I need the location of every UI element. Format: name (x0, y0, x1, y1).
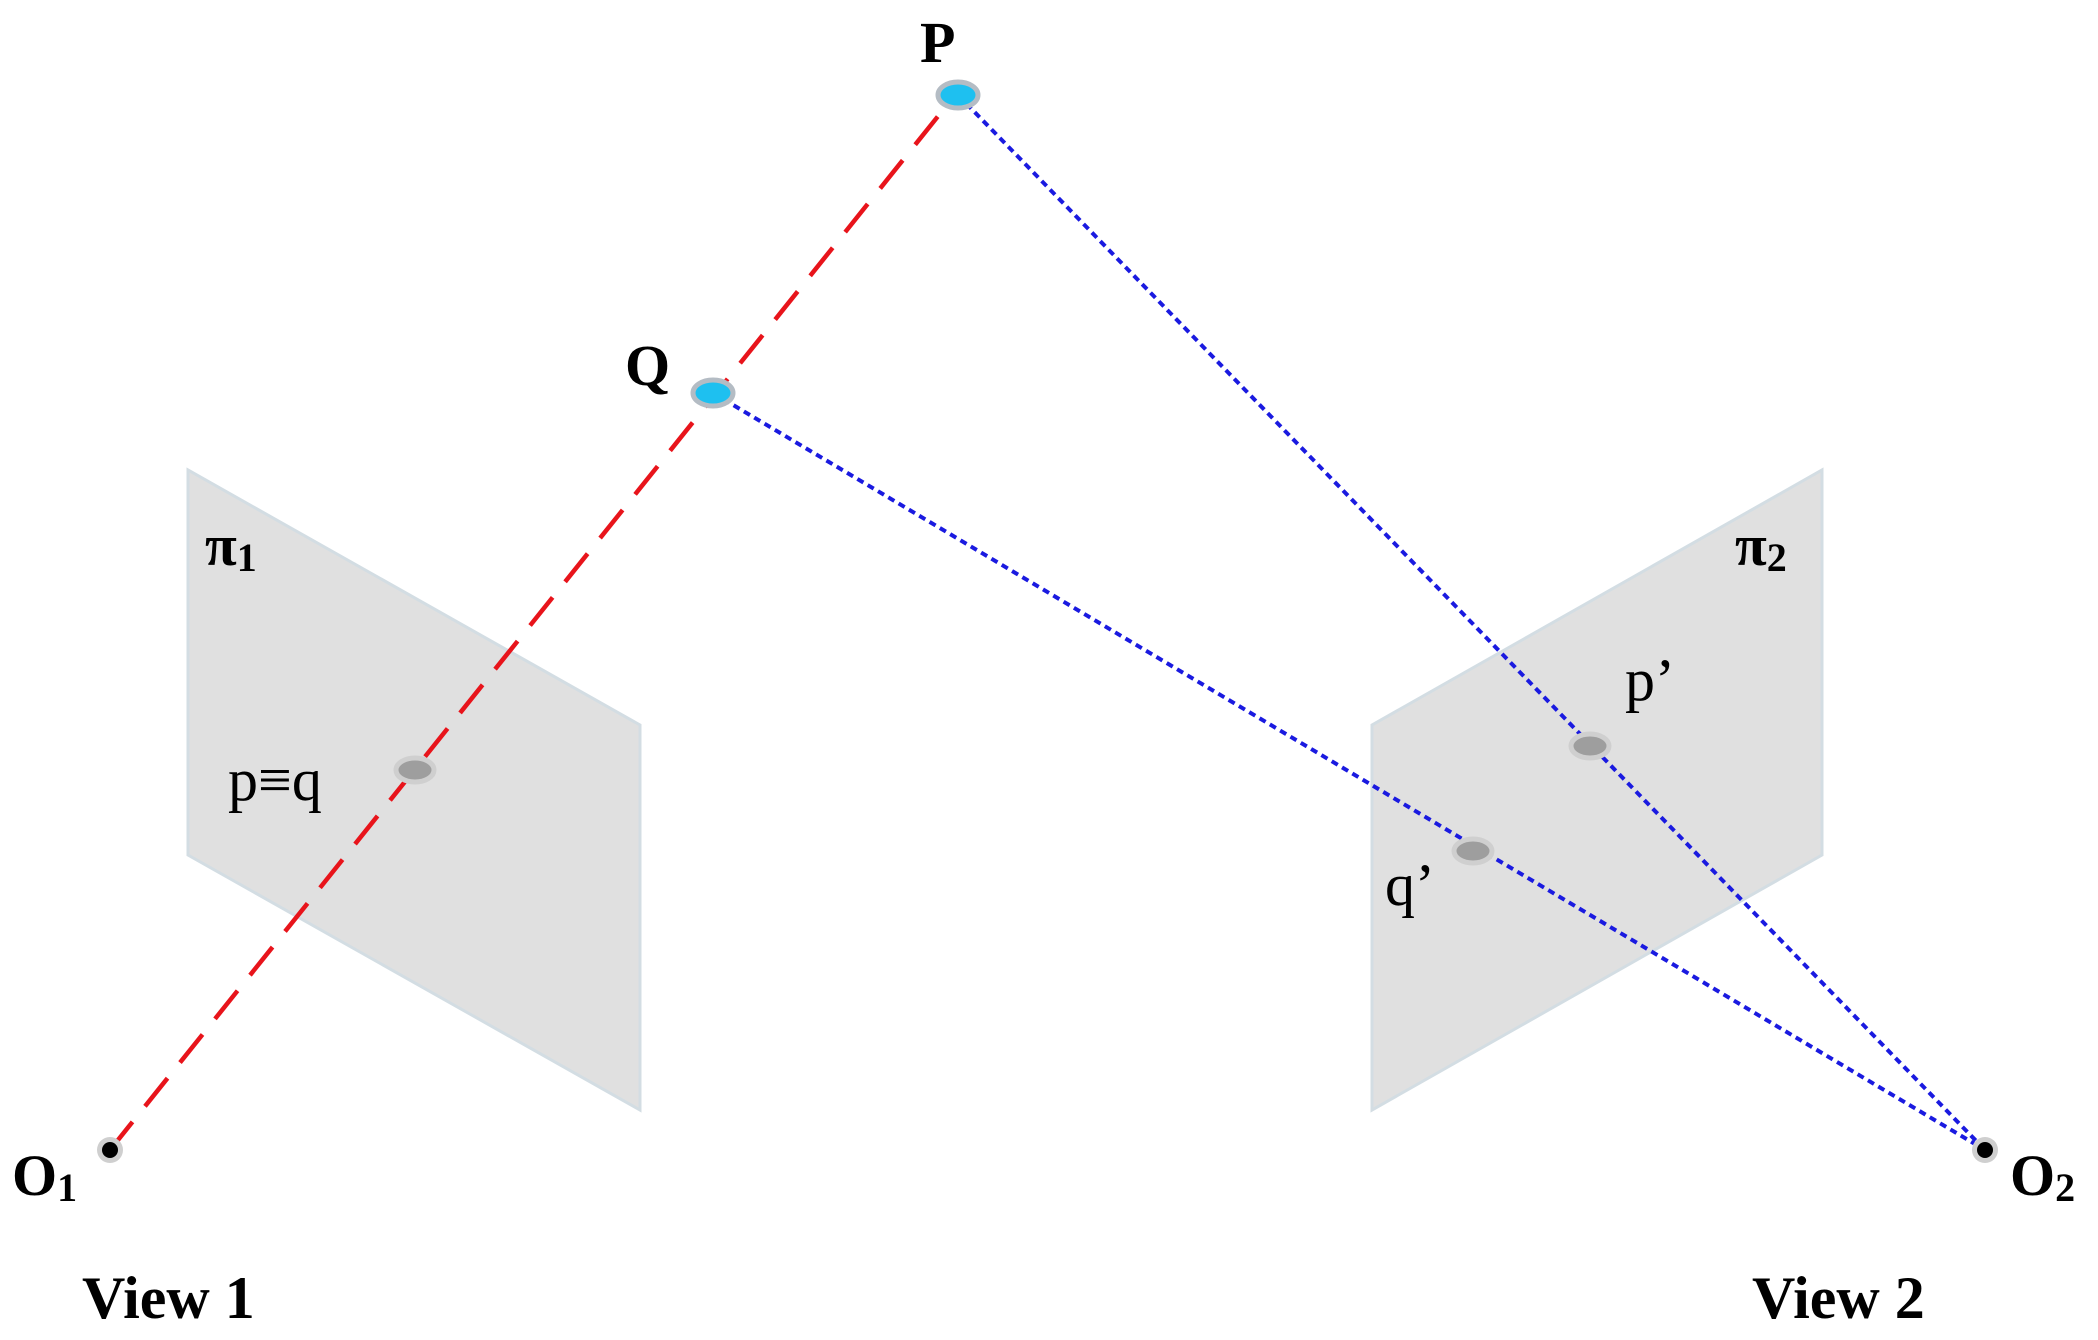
ray-q-to-o2 (711, 391, 1987, 1152)
label-p-prime: p’ (1625, 647, 1675, 713)
label-pi2-subscript: 2 (1767, 535, 1787, 580)
label-pi1-symbol: π (205, 513, 237, 578)
image-point-p-eq-q (393, 755, 437, 785)
label-view-2: View 2 (1752, 1265, 1925, 1331)
label-o1-subscript: 1 (57, 1165, 77, 1210)
image-point-p-prime (1568, 731, 1612, 761)
label-pi2: π2 (1735, 513, 1787, 580)
image-plane-1 (186, 467, 642, 1113)
label-o1: O1 (12, 1143, 77, 1210)
label-o2: O2 (2010, 1143, 2075, 1210)
label-o2-symbol: O (2010, 1143, 2055, 1208)
label-p-eq-q: p≡q (228, 747, 322, 813)
world-point-p (935, 79, 981, 111)
label-pi2-symbol: π (1735, 513, 1767, 578)
image-point-q-prime (1451, 836, 1495, 866)
ray-p-to-o2 (956, 93, 1987, 1152)
world-point-q (690, 377, 736, 409)
camera-center-o2-dot (1977, 1142, 1993, 1158)
label-p: P (920, 10, 955, 75)
label-view-1: View 1 (82, 1265, 255, 1331)
label-pi1-subscript: 1 (237, 535, 257, 580)
image-plane-2 (1370, 467, 1824, 1113)
camera-center-o1-dot (102, 1142, 118, 1158)
label-q: Q (625, 333, 670, 398)
label-o1-symbol: O (12, 1143, 57, 1208)
label-o2-subscript: 2 (2055, 1165, 2075, 1210)
label-q-prime: q’ (1385, 852, 1435, 918)
label-pi1: π1 (205, 513, 257, 580)
ray-o1-to-p (108, 93, 957, 1152)
